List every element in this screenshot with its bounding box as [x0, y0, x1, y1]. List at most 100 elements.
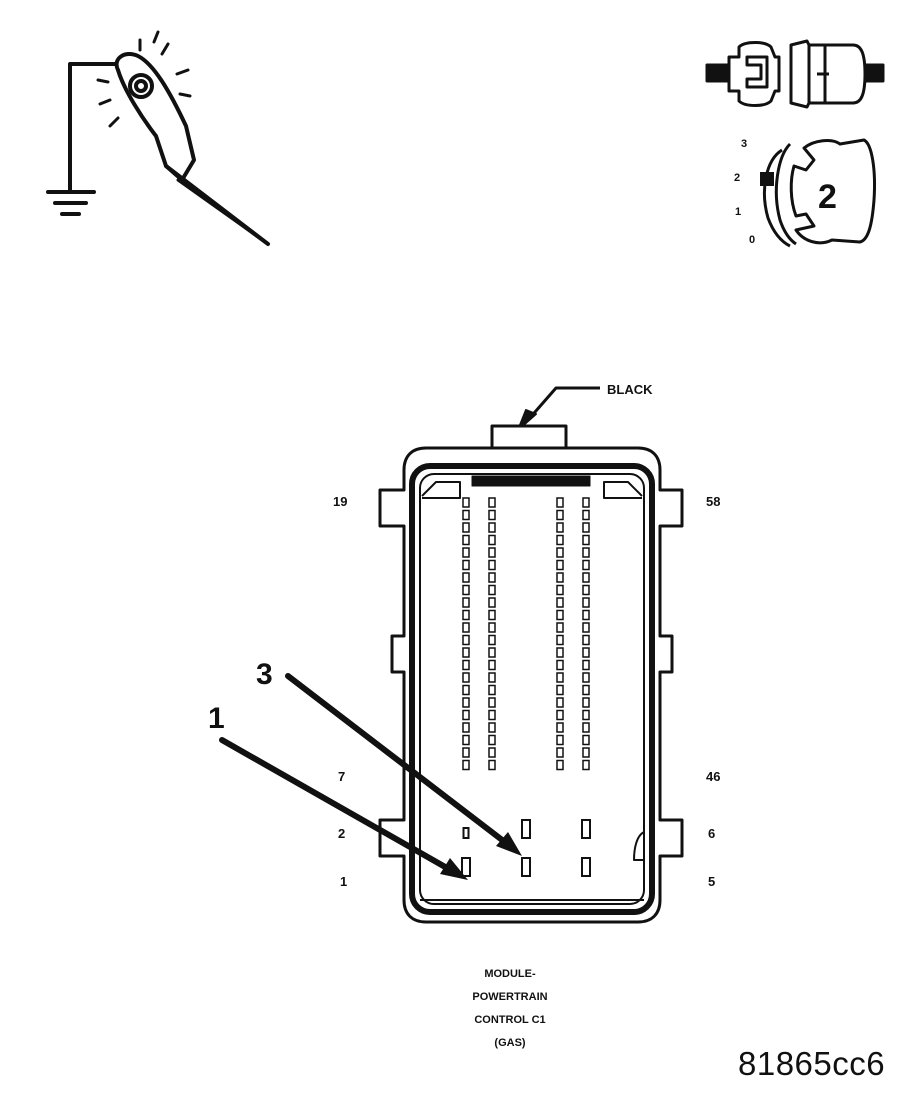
pin-cavity — [556, 659, 564, 671]
pin-label-7: 7 — [338, 769, 346, 784]
pin-cavity — [582, 659, 590, 671]
caption-line-3: CONTROL C1 — [474, 1014, 546, 1026]
pin-cavity — [488, 659, 496, 671]
pin-cavity — [488, 597, 496, 608]
pin-cavity — [488, 509, 496, 521]
pin-cavity — [488, 709, 496, 721]
pin-cavity — [582, 697, 590, 708]
ignition-key-label: 2 — [818, 178, 837, 216]
pin-cavity-large — [462, 827, 470, 839]
pin-cavity — [462, 734, 470, 746]
pin-cavity — [582, 572, 590, 583]
pin-cavity — [488, 684, 496, 696]
pin-cavity — [488, 609, 496, 621]
pin-cavity — [582, 759, 590, 771]
ignition-position-1: 1 — [735, 206, 742, 218]
pin-cavity — [556, 647, 564, 658]
pin-cavity — [462, 622, 470, 633]
pin-cavity — [488, 547, 496, 558]
pin-cavity-large — [581, 857, 591, 877]
pin-cavity — [462, 722, 470, 733]
pin-cavity — [488, 722, 496, 733]
test-light-to-ground-icon — [46, 30, 270, 246]
pin-cavity — [582, 559, 590, 571]
pin-cavity — [556, 759, 564, 771]
pin-cavity — [488, 672, 496, 683]
pin-cavity — [462, 559, 470, 571]
pin-cavity — [488, 497, 496, 508]
pin-cavity — [462, 497, 470, 508]
pin-cavity — [462, 634, 470, 646]
pin-cavity — [582, 584, 590, 596]
pin-cavity — [488, 622, 496, 633]
pin-cavity — [582, 684, 590, 696]
callout-arrows — [219, 673, 522, 880]
pin-cavity — [582, 609, 590, 621]
callout-1: 1 — [208, 702, 225, 735]
caption-line-4: (GAS) — [494, 1037, 526, 1049]
pin-cavity — [488, 759, 496, 771]
pin-cavity — [488, 734, 496, 746]
pin-cavity — [582, 634, 590, 646]
pin-cavity — [462, 609, 470, 621]
pin-cavity — [462, 509, 470, 521]
pin-label-58: 58 — [706, 494, 721, 509]
ignition-position-2: 2 — [734, 172, 741, 184]
pin-cavity — [488, 534, 496, 546]
pin-cavity — [462, 659, 470, 671]
pin-cavity — [556, 584, 564, 596]
pin-cavity — [488, 584, 496, 596]
pin-cavity — [556, 622, 564, 633]
pin-cavity — [462, 572, 470, 583]
pin-cavity — [462, 534, 470, 546]
pin-cavity — [582, 647, 590, 658]
pin-cavity — [556, 497, 564, 508]
ignition-key-position-icon — [760, 138, 876, 248]
pin-cavity — [462, 747, 470, 758]
pin-label-19: 19 — [333, 494, 348, 509]
pin-cavity — [582, 497, 590, 508]
pin-cavity — [582, 747, 590, 758]
pin-cavity — [556, 634, 564, 646]
pin-cavity — [582, 622, 590, 633]
pin-cavity-large — [521, 857, 531, 877]
pin-cavity — [582, 534, 590, 546]
pin-cavity — [488, 647, 496, 658]
pin-cavity — [582, 597, 590, 608]
caption-line-2: POWERTRAIN — [472, 991, 548, 1003]
pin-cavity — [556, 597, 564, 608]
pin-cavity — [462, 672, 470, 683]
pin-cavity — [556, 722, 564, 733]
pin-cavity — [556, 509, 564, 521]
pin-cavity — [582, 734, 590, 746]
pin-cavity — [582, 522, 590, 533]
connector-color-label: BLACK — [607, 382, 653, 397]
pin-cavity — [556, 572, 564, 583]
pin-label-46: 46 — [706, 769, 721, 784]
pin-cavity — [556, 684, 564, 696]
pin-cavity — [556, 734, 564, 746]
pin-label-1: 1 — [340, 874, 348, 889]
pin-cavity — [582, 509, 590, 521]
connector-caption: MODULE- POWERTRAIN CONTROL C1 (GAS) — [440, 963, 580, 1055]
pin-cavity — [582, 709, 590, 721]
pin-cavity — [488, 747, 496, 758]
ignition-position-3: 3 — [741, 138, 748, 150]
pin-cavity — [556, 609, 564, 621]
pin-cavity-large — [581, 819, 591, 839]
pin-cavity — [462, 597, 470, 608]
ignition-position-0: 0 — [749, 234, 756, 246]
pin-cavity — [488, 559, 496, 571]
pin-cavity — [462, 697, 470, 708]
pin-cavity — [556, 672, 564, 683]
pin-cavity — [582, 722, 590, 733]
connector-disconnected-icon — [705, 39, 885, 109]
pin-cavity — [488, 697, 496, 708]
figure-id: 81865cc6 — [738, 1045, 886, 1082]
pin-cavity — [556, 747, 564, 758]
callout-3: 3 — [256, 658, 273, 691]
pin-cavity — [556, 547, 564, 558]
pin-label-5: 5 — [708, 874, 716, 889]
pin-cavity — [462, 709, 470, 721]
